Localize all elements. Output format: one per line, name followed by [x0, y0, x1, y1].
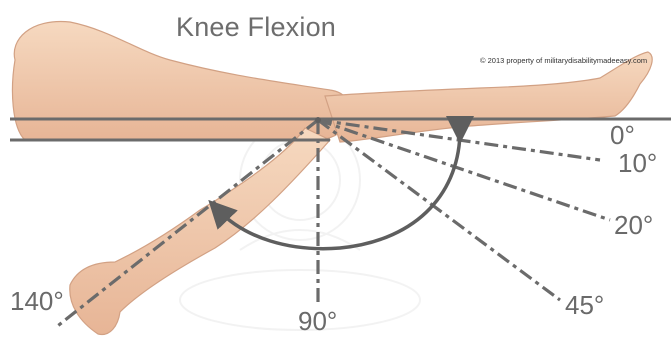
angle-label-20: 20° — [614, 212, 653, 238]
angle-label-45: 45° — [565, 292, 604, 318]
diagram-title: Knee Flexion — [176, 12, 336, 43]
angle-label-140: 140° — [10, 288, 64, 314]
copyright-notice: © 2013 property of militarydisabilitymad… — [480, 56, 647, 65]
knee-pivot — [315, 117, 321, 123]
angle-label-90: 90° — [298, 308, 337, 334]
angle-label-10: 10° — [618, 150, 657, 176]
angle-label-0: 0° — [610, 122, 635, 148]
